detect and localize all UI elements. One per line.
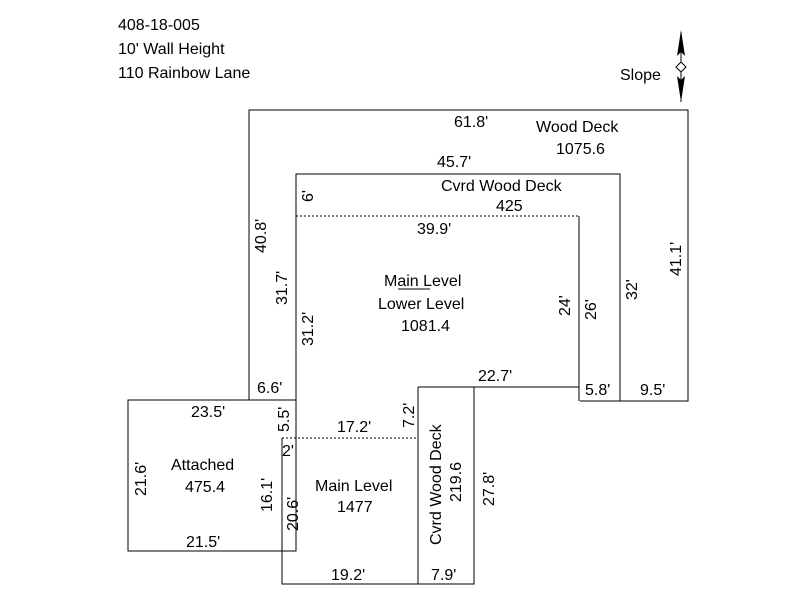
dim-att-right-small: 5.5' bbox=[276, 407, 293, 432]
main-level-upper-name: Main Level bbox=[384, 273, 461, 290]
dim-main-top: 17.2' bbox=[337, 419, 371, 436]
dim-ml-step: 5.8' bbox=[585, 382, 610, 399]
dim-att-right: 16.1' bbox=[259, 478, 276, 512]
cvrd-wood-deck-side-name: Cvrd Wood Deck bbox=[428, 423, 445, 545]
dim-att-top: 23.5' bbox=[191, 404, 225, 421]
main-level-name: Main Level bbox=[315, 478, 392, 495]
dim-att-left: 21.6' bbox=[133, 462, 150, 496]
dim-main-small: 2' bbox=[282, 443, 294, 460]
attached-outline bbox=[127, 399, 297, 552]
cvrd-wood-deck-side-outline bbox=[418, 386, 475, 585]
dim-wd-top: 61.8' bbox=[454, 114, 488, 131]
dim-wd-right: 41.1' bbox=[668, 242, 685, 276]
header-block: 408-18-005 10' Wall Height 110 Rainbow L… bbox=[118, 14, 250, 86]
dim-att-bottom: 21.5' bbox=[186, 534, 220, 551]
main-level-area: 1477 bbox=[337, 499, 373, 516]
dim-side-deck-right: 27.8' bbox=[481, 472, 498, 506]
dim-ml-right: 24' bbox=[557, 295, 574, 316]
cvrd-wood-deck-side-area: 219.6 bbox=[448, 462, 465, 502]
wood-deck-outline bbox=[248, 109, 689, 402]
dim-ml-bottom-right: 22.7' bbox=[478, 368, 512, 385]
address: 110 Rainbow Lane bbox=[118, 65, 251, 82]
dim-main-bottom: 19.2' bbox=[331, 567, 365, 584]
dim-cvd-left: 6' bbox=[300, 190, 317, 202]
dim-cvd-top: 45.7' bbox=[437, 154, 471, 171]
main-level-outline bbox=[281, 387, 419, 585]
dim-main-step: 7.2' bbox=[401, 403, 418, 428]
dim-main-left: 20.6' bbox=[285, 497, 302, 531]
dim-side-deck-bottom: 7.9' bbox=[431, 567, 456, 584]
wood-deck-name: Wood Deck bbox=[536, 119, 619, 136]
attached-name: Attached bbox=[171, 457, 234, 474]
dim-ml-left-lower: 31.2' bbox=[300, 312, 317, 346]
dim-wd-left: 40.8' bbox=[253, 219, 270, 253]
cvrd-wood-deck-top-name: Cvrd Wood Deck bbox=[441, 178, 563, 195]
parcel-id: 408-18-005 bbox=[118, 17, 200, 34]
lower-level-name: Lower Level bbox=[378, 296, 464, 313]
dim-att-step: 6.6' bbox=[257, 380, 282, 397]
main-lower-area: 1081.4 bbox=[401, 318, 450, 335]
slope-arrow-icon bbox=[675, 30, 687, 102]
slope-label: Slope bbox=[620, 67, 661, 84]
wall-height: 10' Wall Height bbox=[118, 41, 225, 58]
dim-ml-left-upper: 31.7' bbox=[274, 271, 291, 305]
dim-cvd-right: 32' bbox=[624, 279, 641, 300]
dim-ml-top: 39.9' bbox=[417, 221, 451, 238]
dim-wd-bottom-right: 9.5' bbox=[640, 382, 665, 399]
dim-ml-right2: 26' bbox=[583, 299, 600, 320]
attached-area: 475.4 bbox=[185, 479, 225, 496]
wood-deck-area: 1075.6 bbox=[556, 141, 605, 158]
cvrd-wood-deck-top-outline bbox=[295, 173, 621, 402]
cvrd-wood-deck-top-area: 425 bbox=[496, 198, 523, 215]
